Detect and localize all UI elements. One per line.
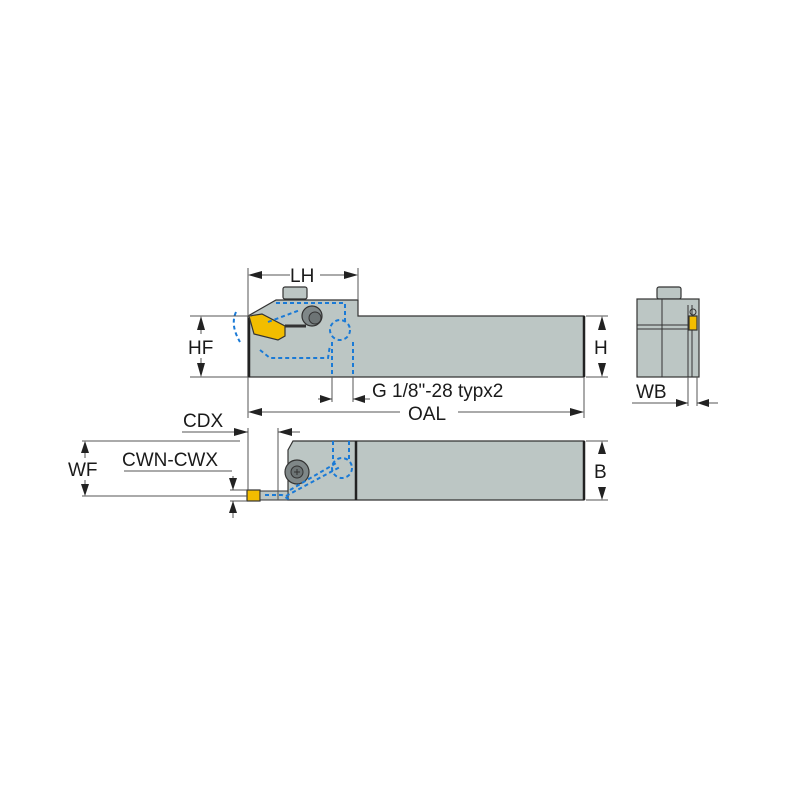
dimension-oal: OAL	[247, 377, 585, 425]
label-thread: G 1/8"-28 typx2	[372, 381, 503, 402]
clamp-top-block	[282, 286, 308, 300]
top-view	[246, 440, 586, 502]
dimension-hf: HF	[188, 315, 252, 378]
dimension-b: B	[586, 440, 608, 501]
dimension-cdx: CDX	[182, 411, 300, 500]
label-lh: LH	[290, 266, 314, 287]
label-h: H	[594, 338, 608, 359]
label-b: B	[594, 462, 607, 483]
insert-side	[248, 313, 286, 341]
label-cwn-cwx: CWN-CWX	[122, 450, 218, 471]
label-hf: HF	[188, 338, 213, 359]
dimension-lh: LH	[247, 266, 359, 316]
label-wb: WB	[636, 382, 667, 403]
end-view	[636, 286, 700, 378]
label-wf: WF	[68, 460, 98, 481]
top-view-body	[287, 440, 585, 501]
dimension-thread: G 1/8"-28 typx2	[318, 377, 503, 403]
side-view-body	[247, 299, 585, 378]
dimension-h: H	[586, 315, 608, 378]
insert-top	[246, 489, 261, 502]
dimension-wf: WF	[68, 440, 247, 497]
end-view-body	[636, 298, 700, 378]
label-cdx: CDX	[183, 411, 223, 432]
dimension-wb: WB	[632, 377, 718, 407]
label-oal: OAL	[408, 404, 446, 425]
insert-end	[688, 315, 698, 331]
side-view	[232, 286, 586, 378]
dimension-cwn-cwx: CWN-CWX	[122, 450, 247, 518]
